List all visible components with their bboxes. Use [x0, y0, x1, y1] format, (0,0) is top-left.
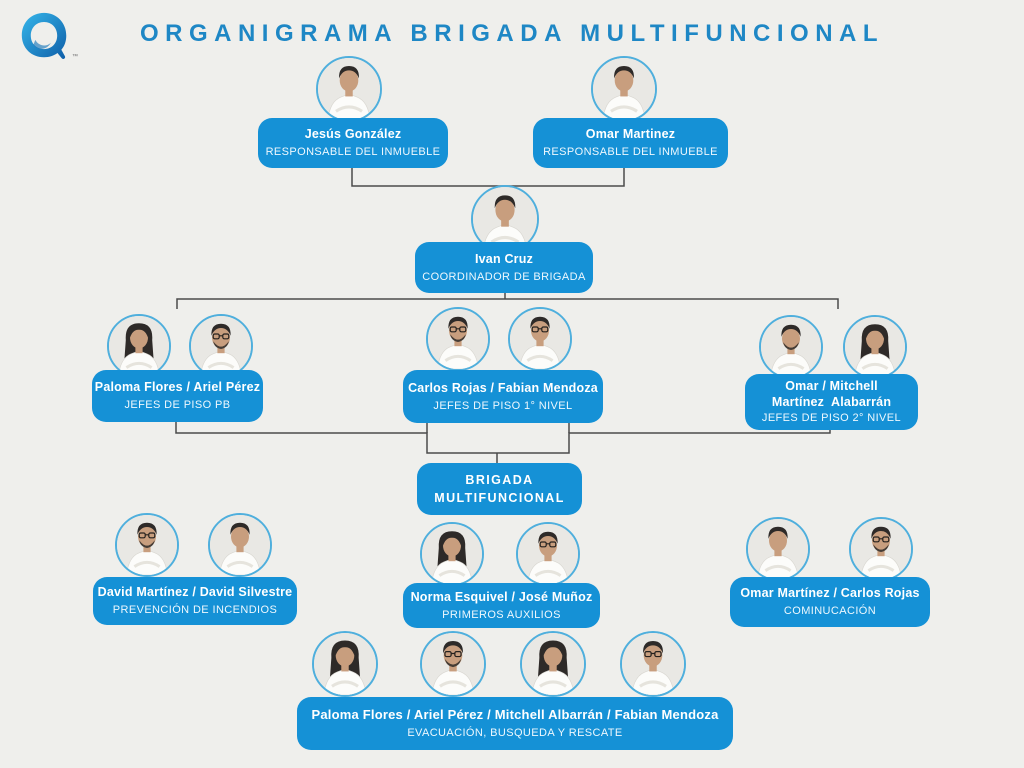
- member-photo-prevencion-1: [115, 513, 179, 577]
- org-node-jefes-piso-pb: Paloma Flores / Ariel Pérez JEFES DE PIS…: [92, 370, 263, 422]
- group-label-line2: MULTIFUNCIONAL: [434, 491, 565, 505]
- member-photo-jefes_n1-1: [426, 307, 490, 371]
- member-name: Omar / Mitchell: [785, 378, 878, 393]
- member-photo-comunicacion-2: [849, 517, 913, 581]
- page-title: ORGANIGRAMA BRIGADA MULTIFUNCIONAL: [139, 20, 885, 47]
- member-photo-omar-1: [591, 56, 657, 122]
- member-role: COMINUCACIÓN: [783, 605, 877, 618]
- member-photo-evacuacion-3: [520, 631, 586, 697]
- org-node-primeros-auxilios: Norma Esquivel / José Muñoz PRIMEROS AUX…: [403, 583, 600, 628]
- org-node-brigada-multifuncional: BRIGADA MULTIFUNCIONAL: [417, 463, 582, 515]
- org-node-coordinador: Ivan Cruz COORDINADOR DE BRIGADA: [415, 242, 593, 293]
- org-node-responsable-1: Jesús González RESPONSABLE DEL INMUEBLE: [258, 118, 448, 168]
- org-node-jefes-piso-1: Carlos Rojas / Fabian Mendoza JEFES DE P…: [403, 370, 603, 423]
- member-role: COORDINADOR DE BRIGADA: [422, 270, 586, 283]
- member-name: Ivan Cruz: [474, 251, 534, 266]
- member-name: Paloma Flores / Ariel Pérez / Mitchell A…: [311, 707, 719, 723]
- group-label-line1: BRIGADA: [465, 472, 534, 487]
- member-name-line2: Martínez Alabarrán: [771, 395, 892, 410]
- member-name: Paloma Flores / Ariel Pérez: [94, 380, 261, 395]
- member-role: RESPONSABLE DEL INMUEBLE: [265, 146, 441, 159]
- org-node-jefes-piso-2: Omar / Mitchell Martínez Alabarrán JEFES…: [745, 374, 918, 430]
- blue-swirl-logo-icon: [21, 12, 67, 59]
- member-photo-comunicacion-1: [746, 517, 810, 581]
- member-role: JEFES DE PISO 2° NIVEL: [761, 412, 902, 425]
- member-name: Omar Martinez: [585, 127, 676, 142]
- member-name: Jesús González: [304, 127, 402, 142]
- company-logo: ™: [16, 8, 78, 66]
- member-photo-evacuacion-2: [420, 631, 486, 697]
- member-role: EVACUACIÓN, BUSQUEDA Y RESCATE: [407, 726, 623, 739]
- trademark-mark: ™: [72, 54, 78, 60]
- member-photo-jefes_n2-1: [759, 315, 823, 379]
- member-photo-jefes_pb-1: [107, 314, 171, 378]
- org-node-comunicacion: Omar Martínez / Carlos Rojas COMINUCACIÓ…: [730, 577, 930, 627]
- member-photo-auxilios-1: [420, 522, 484, 586]
- member-name: Omar Martínez / Carlos Rojas: [740, 586, 920, 601]
- org-node-evacuacion-busqueda-rescate: Paloma Flores / Ariel Pérez / Mitchell A…: [297, 697, 733, 750]
- member-photo-prevencion-2: [208, 513, 272, 577]
- member-name: Norma Esquivel / José Muñoz: [410, 589, 593, 604]
- member-photo-jefes_n1-2: [508, 307, 572, 371]
- member-role: JEFES DE PISO 1° NIVEL: [433, 399, 573, 412]
- org-node-prevencion-incendios: David Martínez / David Silvestre PREVENC…: [93, 577, 297, 625]
- member-photo-evacuacion-4: [620, 631, 686, 697]
- member-name: Carlos Rojas / Fabian Mendoza: [408, 380, 598, 395]
- member-photo-evacuacion-1: [312, 631, 378, 697]
- member-photo-auxilios-2: [516, 522, 580, 586]
- member-photo-jefes_n2-2: [843, 315, 907, 379]
- member-role: PREVENCIÓN DE INCENDIOS: [112, 604, 278, 617]
- member-name: David Martínez / David Silvestre: [97, 585, 293, 600]
- member-role: PRIMEROS AUXILIOS: [442, 608, 561, 621]
- member-role: RESPONSABLE DEL INMUEBLE: [543, 146, 718, 159]
- org-node-responsable-2: Omar Martinez RESPONSABLE DEL INMUEBLE: [533, 118, 728, 168]
- member-photo-jefes_pb-2: [189, 314, 253, 378]
- member-photo-jesus-1: [316, 56, 382, 122]
- member-role: JEFES DE PISO PB: [124, 399, 231, 412]
